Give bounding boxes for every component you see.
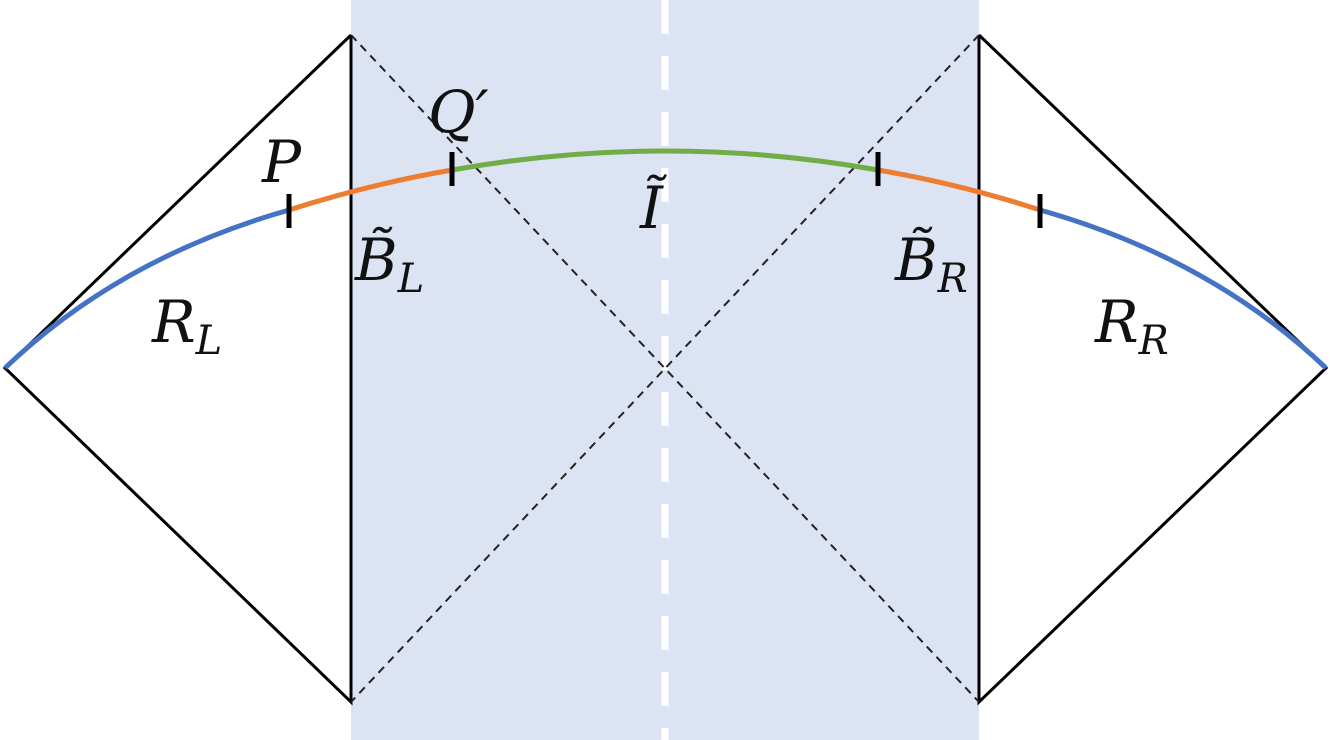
radiation-segment-left — [3, 207, 290, 370]
label-B-R-base: B̃ — [894, 225, 938, 294]
horizon-line-left-right — [350, 34, 980, 703]
left-region-boundary — [2, 33, 353, 706]
label-B-R-sub: R — [937, 256, 968, 302]
label-P: P — [261, 128, 302, 196]
label-R-R-base: R — [1094, 288, 1139, 356]
label-R-L-sub: L — [195, 318, 223, 364]
radiation-segment-right — [1039, 207, 1328, 370]
label-I-tilde: Ĩ — [639, 174, 667, 242]
label-R-L: RL — [151, 288, 222, 364]
bath-segment-right — [877, 167, 1041, 213]
label-B-L-sub: L — [397, 256, 425, 302]
horizon-line-right-left — [350, 34, 980, 703]
label-B-L-base: B̃ — [354, 225, 398, 294]
island-segment — [451, 148, 879, 173]
label-Q: Q′ — [428, 78, 489, 146]
label-B-R: B̃R — [894, 225, 968, 302]
bath-segment-left — [288, 167, 453, 213]
label-R-L-base: R — [151, 288, 196, 356]
label-R-R-sub: R — [1138, 318, 1169, 364]
label-B-L: B̃L — [354, 225, 424, 302]
label-R-R: RR — [1094, 288, 1169, 364]
right-region-boundary — [977, 33, 1329, 706]
